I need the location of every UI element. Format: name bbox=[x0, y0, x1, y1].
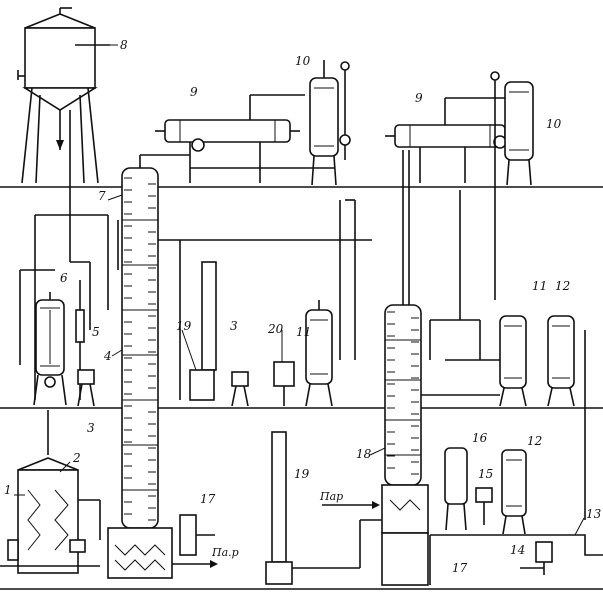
condenser-9-right bbox=[385, 97, 515, 183]
label-19-top: 19 bbox=[176, 319, 192, 333]
label-10-right: 10 bbox=[546, 117, 562, 131]
pump-3-middle bbox=[231, 371, 249, 407]
apparatus-1-2 bbox=[0, 410, 101, 574]
label-11-middle: 11 bbox=[296, 325, 311, 339]
label-2: 2 bbox=[72, 451, 81, 465]
vessel-20 bbox=[273, 361, 295, 406]
label-8: 8 bbox=[120, 38, 128, 52]
label-5: 5 bbox=[92, 325, 100, 339]
pump-14 bbox=[520, 541, 553, 575]
label-6: 6 bbox=[60, 271, 68, 285]
cooler-11-middle bbox=[305, 199, 356, 407]
column-4-trays bbox=[124, 177, 156, 521]
cooler-12-bottom bbox=[501, 449, 527, 535]
part-labels: 1 2 3 3 4 5 6 7 8 9 9 10 10 11 11 12 12 … bbox=[4, 38, 602, 575]
separator-10-right bbox=[490, 71, 534, 300]
label-7: 7 bbox=[98, 189, 106, 203]
cooler-11-right bbox=[499, 315, 527, 407]
column-18 bbox=[381, 150, 429, 586]
steam-arrows bbox=[172, 501, 380, 568]
tube-19-bottom bbox=[265, 431, 382, 585]
pump-15 bbox=[475, 487, 493, 525]
floor-lines bbox=[0, 186, 603, 590]
label-9-right: 9 bbox=[415, 91, 423, 105]
label-17-right: 17 bbox=[452, 561, 468, 575]
separator-10-left bbox=[309, 60, 351, 186]
label-steam-left: Па.р bbox=[211, 546, 239, 559]
label-13: 13 bbox=[586, 507, 602, 521]
label-14: 14 bbox=[510, 543, 525, 557]
label-12-right: 12 bbox=[555, 279, 570, 293]
label-15: 15 bbox=[478, 467, 493, 481]
label-12-bottom: 12 bbox=[527, 434, 542, 448]
vessel-6 bbox=[33, 292, 67, 406]
label-3-left: 3 bbox=[87, 421, 95, 435]
trap-17-left bbox=[179, 514, 215, 556]
label-10-left: 10 bbox=[295, 54, 311, 68]
label-1: 1 bbox=[4, 483, 12, 497]
label-20: 20 bbox=[267, 322, 284, 336]
label-18: 18 bbox=[356, 447, 372, 461]
vessel-16 bbox=[444, 447, 468, 531]
label-4: 4 bbox=[103, 349, 112, 363]
column-4 bbox=[107, 154, 190, 579]
condenser-9-left bbox=[155, 94, 335, 183]
label-16: 16 bbox=[472, 431, 488, 445]
label-steam-right: Пар bbox=[319, 490, 343, 503]
pump-3-left bbox=[77, 369, 95, 407]
right-pipes bbox=[421, 190, 586, 520]
tank-13 bbox=[429, 534, 603, 585]
cooler-12-right bbox=[547, 315, 575, 407]
label-19-bottom: 19 bbox=[294, 467, 310, 481]
column-18-trays bbox=[387, 311, 419, 475]
label-17-left: 17 bbox=[200, 492, 216, 506]
storage-tank-8 bbox=[17, 7, 110, 230]
label-11-right: 11 bbox=[532, 279, 547, 293]
label-9-left: 9 bbox=[190, 85, 198, 99]
tube-19-top bbox=[179, 240, 217, 401]
leader-lines bbox=[14, 44, 585, 536]
label-3-middle: 3 bbox=[230, 319, 238, 333]
left-pipes bbox=[19, 214, 109, 400]
